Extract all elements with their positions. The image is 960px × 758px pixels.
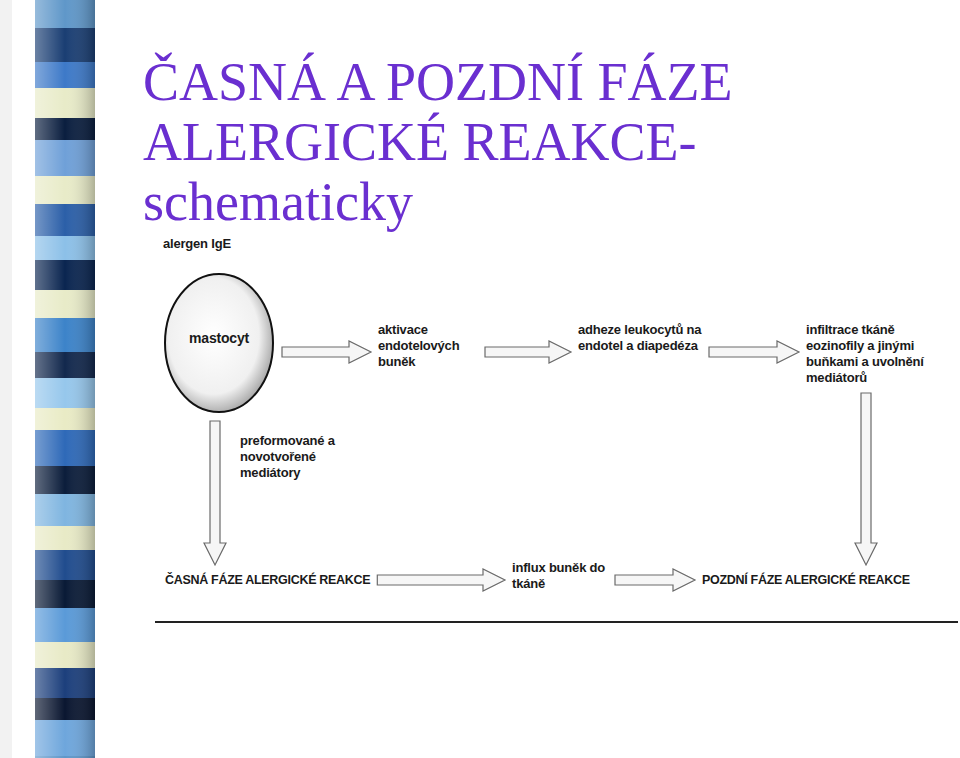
process-text: POZDNÍ FÁZE ALERGICKÉ REAKCE: [702, 572, 910, 588]
node-text: infiltrace tkáně eozinofily a jinými buň…: [806, 322, 954, 386]
process-text: influx buněk do tkáně: [512, 560, 608, 592]
stripe-bar: [35, 0, 95, 758]
block-arrow: [709, 341, 799, 363]
process-text: aktivace endotelových buněk: [378, 322, 478, 370]
node-text: mastocyt: [163, 330, 275, 346]
block-arrow: [855, 393, 877, 565]
node-text: ČASNÁ FÁZE ALERGICKÉ REAKCE: [165, 572, 370, 588]
edge-strip: [0, 0, 12, 758]
ellipse-shape: mastocyt: [163, 272, 275, 414]
base-rule: [155, 621, 958, 623]
node-text: POZDNÍ FÁZE ALERGICKÉ REAKCE: [702, 572, 910, 588]
node-heading: alergen IgE: [163, 236, 275, 252]
block-arrow: [615, 569, 695, 591]
bar-shade: [35, 0, 95, 758]
cell-ellipse: alergen IgE mastocyt: [163, 236, 275, 414]
slide-title: ČASNÁ A POZDNÍ FÁZE ALERGICKÉ REAKCE-sch…: [143, 52, 955, 232]
node-text: adheze leukocytů na endotel a diapedéza: [578, 322, 702, 354]
process-text: adheze leukocytů na endotel a diapedéza: [578, 322, 702, 354]
process-text: ČASNÁ FÁZE ALERGICKÉ REAKCE: [165, 572, 370, 588]
block-arrow: [204, 421, 226, 565]
block-arrow: [282, 341, 371, 363]
node-text: influx buněk do tkáně: [512, 560, 608, 592]
edge-label: preformované a novotvořené mediátory: [240, 433, 350, 481]
block-arrow: [485, 341, 571, 363]
block-arrow: [377, 569, 505, 591]
process-text: infiltrace tkáně eozinofily a jinými buň…: [806, 322, 954, 386]
node-text: aktivace endotelových buněk: [378, 322, 478, 370]
